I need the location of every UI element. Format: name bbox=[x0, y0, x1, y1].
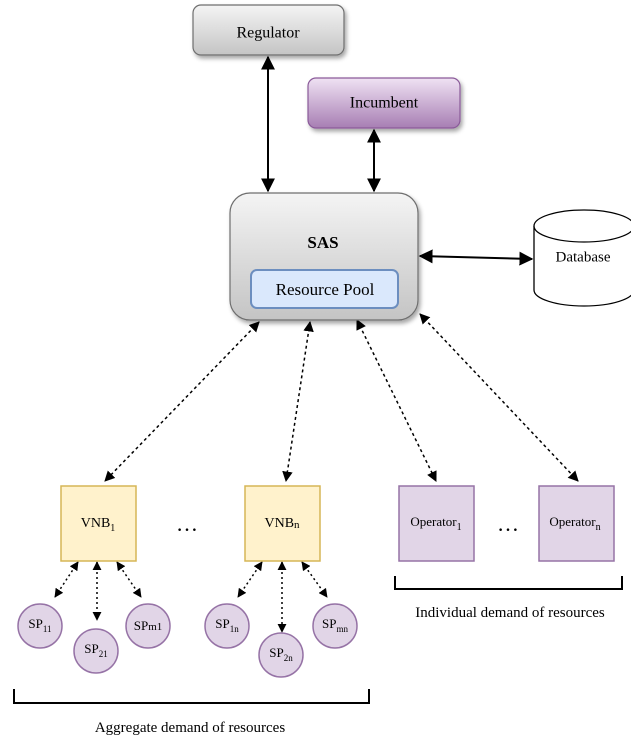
sas-operatorn-connector bbox=[419, 313, 579, 482]
sp-11-node[interactable]: SP11 bbox=[17, 603, 63, 649]
resource-pool-label: Resource Pool bbox=[276, 280, 375, 299]
regulator-label: Regulator bbox=[236, 25, 300, 42]
individual-demand-label: Individual demand of resources bbox=[415, 605, 605, 621]
sas-database-connector bbox=[418, 249, 534, 266]
vnb-1-node[interactable]: VNB1 bbox=[60, 485, 137, 562]
operator-1-label: Operator1 bbox=[410, 514, 461, 533]
resource-pool[interactable]: Resource Pool bbox=[250, 269, 399, 309]
vnb-1-label: VNB1 bbox=[81, 516, 116, 534]
aggregate-demand-bracket bbox=[13, 689, 370, 704]
sp-mn-label: SPmn bbox=[322, 616, 348, 634]
sas-label: SAS bbox=[307, 233, 338, 252]
sp-mn-node[interactable]: SPmn bbox=[312, 603, 358, 649]
operator-n-label: Operatorn bbox=[549, 514, 600, 533]
aggregate-demand-label: Aggregate demand of resources bbox=[95, 720, 285, 736]
database-label: Database bbox=[556, 249, 611, 265]
sp-1n-label: SP1n bbox=[215, 616, 239, 634]
regulator-node[interactable]: Regulator bbox=[192, 4, 345, 56]
sp-21-node[interactable]: SP21 bbox=[73, 628, 119, 674]
operator-n-node[interactable]: Operatorn bbox=[538, 485, 615, 562]
sp-m1-node[interactable]: SPm1 bbox=[125, 603, 171, 649]
operator-1-node[interactable]: Operator1 bbox=[398, 485, 475, 562]
sp-2n-node[interactable]: SP2n bbox=[258, 632, 304, 678]
sp-11-label: SP11 bbox=[28, 616, 51, 634]
sp-21-label: SP21 bbox=[84, 641, 107, 659]
sp-m1-label: SPm1 bbox=[134, 618, 163, 633]
database-node[interactable]: Database bbox=[533, 209, 631, 307]
vnb1-spm1-connector bbox=[116, 561, 142, 598]
vnb1-sp11-connector bbox=[54, 561, 79, 598]
vnbn-spmn-connector bbox=[301, 561, 328, 598]
incumbent-node[interactable]: Incumbent bbox=[307, 77, 461, 129]
sp-1n-node[interactable]: SP1n bbox=[204, 603, 250, 649]
incumbent-label: Incumbent bbox=[350, 95, 419, 112]
sas-vnbn-connector bbox=[282, 320, 314, 483]
vnb-n-label: VNBn bbox=[264, 516, 300, 531]
operator-ellipsis: … bbox=[497, 511, 519, 536]
vnb-ellipsis: … bbox=[176, 511, 198, 536]
individual-demand-bracket bbox=[394, 576, 623, 590]
vnbn-sp1n-connector bbox=[237, 561, 263, 598]
sp-2n-label: SP2n bbox=[269, 645, 293, 663]
sas-operator1-connector bbox=[356, 319, 437, 482]
sas-vnb1-connector bbox=[104, 321, 260, 482]
vnb-n-node[interactable]: VNBn bbox=[244, 485, 321, 562]
